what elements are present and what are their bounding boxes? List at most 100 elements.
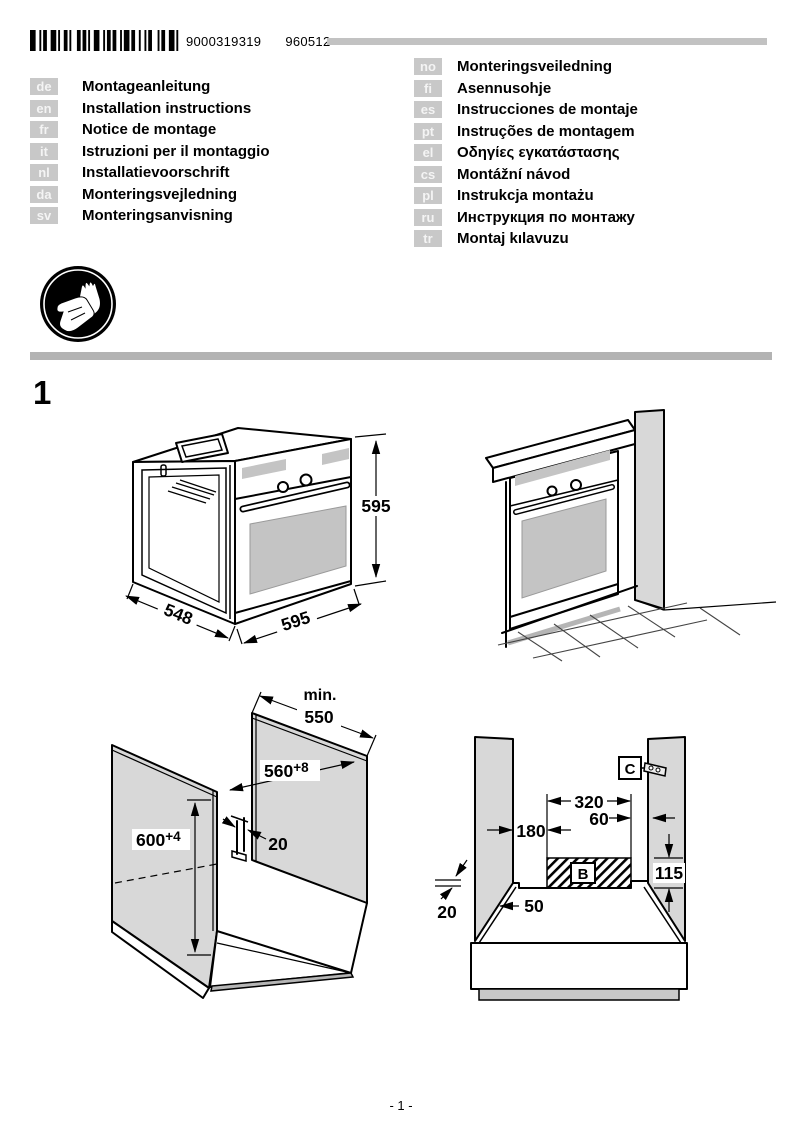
language-code-badge: pt — [414, 122, 442, 140]
language-row: no Monteringsveiledning — [414, 56, 638, 78]
display-strip — [242, 459, 286, 479]
language-row: pl Instrukcja montażu — [414, 185, 638, 207]
worktop-front — [492, 429, 636, 483]
svg-text:595: 595 — [361, 496, 390, 516]
hinge-hatch — [167, 479, 217, 504]
dimension-60: 60 — [589, 809, 675, 829]
page-number: - 1 - — [389, 1098, 413, 1113]
language-title: Instruções de montagem — [457, 122, 635, 140]
svg-text:560+8: 560+8 — [264, 760, 309, 781]
language-title: Montaj kılavuzu — [457, 230, 569, 248]
left-panel — [474, 736, 514, 942]
protective-gloves-icon — [40, 266, 116, 342]
dimension-320: 320 — [547, 792, 631, 812]
language-code-badge: fr — [30, 121, 58, 139]
language-row: fi Asennusohje — [414, 78, 638, 100]
dimension-20: 20 — [435, 859, 468, 922]
dimension-180: 180 — [487, 821, 571, 841]
niche-floor — [512, 880, 648, 889]
knob — [546, 485, 558, 497]
svg-text:min.: min. — [304, 687, 337, 704]
dimension-height: 595 — [354, 433, 394, 587]
language-code-badge: el — [414, 144, 442, 162]
language-title: Istruzioni per il montaggio — [82, 142, 270, 160]
language-title: Instrukcja montażu — [457, 187, 594, 205]
zone-b-label: B — [578, 866, 589, 883]
oven-dimension-drawing: 595 595 548 — [125, 427, 394, 645]
door-glass — [521, 498, 607, 599]
language-title: Montážní návod — [457, 165, 571, 183]
language-title: Monteringsveiledning — [457, 58, 613, 76]
dimension-niche-width: 560+8 — [229, 760, 355, 792]
language-code-badge: no — [414, 58, 442, 76]
dimension-50: 50 — [499, 896, 544, 916]
language-row: ru Инструкция по монтажу — [414, 207, 638, 229]
language-code-badge: cs — [414, 165, 442, 183]
svg-text:550: 550 — [304, 707, 333, 727]
plinth — [478, 988, 680, 1001]
svg-text:20: 20 — [437, 902, 457, 922]
language-code-badge: pl — [414, 187, 442, 205]
section-divider — [30, 352, 772, 360]
language-title: Installation instructions — [82, 99, 252, 117]
svg-text:50: 50 — [524, 896, 544, 916]
vent-box — [175, 433, 229, 463]
right-side-panel — [251, 712, 368, 904]
language-title: Monteringsvejledning — [82, 185, 238, 203]
language-title: Notice de montage — [82, 121, 217, 139]
language-code-badge: sv — [30, 207, 58, 225]
language-code-badge: es — [414, 101, 442, 119]
dimension-niche-height: 600+4 — [132, 799, 211, 956]
display-strip — [515, 450, 610, 486]
language-title: Installatievoorschrift — [82, 164, 230, 182]
language-title: Montageanleitung — [82, 78, 211, 96]
svg-text:C: C — [625, 761, 636, 778]
svg-text:115: 115 — [655, 863, 683, 883]
svg-text:320: 320 — [574, 792, 603, 812]
floor-tiles — [497, 602, 741, 662]
language-title: Инструкция по монтажу — [457, 208, 635, 226]
language-row: cs Montážní návod — [414, 164, 638, 186]
language-row: tr Montaj kılavuzu — [414, 228, 638, 250]
hidden-line — [114, 863, 218, 884]
figure-number: 1 — [33, 374, 52, 411]
knob — [277, 481, 289, 493]
language-row: es Instrucciones de montaje — [414, 99, 638, 121]
language-title: Οδηγίες εγκατάστασης — [457, 144, 620, 162]
dimension-rail-inset: 20 — [221, 816, 288, 854]
language-row: pt Instruções de montagem — [414, 121, 638, 143]
language-list-left: de Montageanleitung en Installation instru… — [30, 76, 270, 227]
wall — [634, 409, 665, 610]
language-code-badge: de — [30, 78, 58, 96]
rear-rail — [230, 815, 249, 862]
glove-front — [56, 296, 95, 333]
language-code-badge: en — [30, 99, 58, 117]
print-code: 960512 — [285, 34, 331, 49]
language-code-badge: tr — [414, 230, 442, 248]
base-side — [111, 920, 210, 999]
cross-section-drawing: B C 320 60 180 — [435, 736, 688, 1001]
language-code-badge: ru — [414, 208, 442, 226]
dimension-min-depth: min. 550 — [251, 687, 377, 757]
door-glass — [249, 505, 347, 595]
language-row: en Installation instructions — [30, 98, 270, 120]
installed-oven-drawing — [485, 409, 777, 662]
svg-text:180: 180 — [516, 821, 545, 841]
language-title: Instrucciones de montaje — [457, 101, 638, 119]
vent-box-inner — [180, 438, 224, 458]
niche-dimension-drawing: min. 550 560+8 600+4 20 — [111, 687, 377, 999]
language-title: Asennusohje — [457, 79, 552, 97]
svg-text:60: 60 — [589, 809, 609, 829]
dimension-115: 115 — [653, 834, 685, 912]
plinth — [210, 972, 355, 992]
svg-text:595: 595 — [279, 607, 313, 635]
language-code-badge: fi — [414, 79, 442, 97]
language-row: fr Notice de montage — [30, 119, 270, 141]
